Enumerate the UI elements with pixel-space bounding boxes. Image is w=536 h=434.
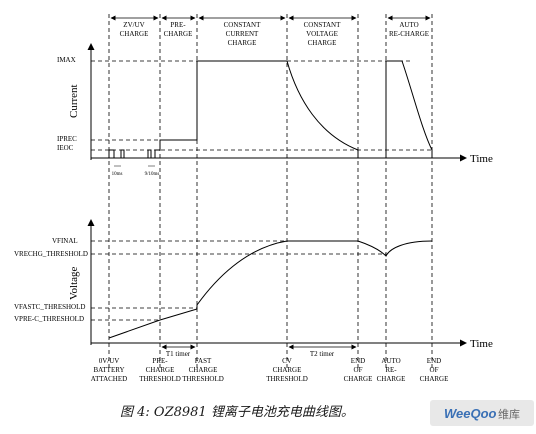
- phase-label-cc: CONSTANT: [224, 21, 261, 29]
- voltage-axis-title: Voltage: [68, 266, 80, 300]
- event-end-2: OF: [354, 366, 363, 374]
- event-labels: 0V/UV BATTERY ATTACHED PRE- CHARGE THRES…: [91, 357, 449, 383]
- phase-labels: ZV/UV CHARGE PRE- CHARGE CONSTANT CURREN…: [120, 21, 429, 47]
- vfinal-label: VFINAL: [52, 237, 78, 245]
- phase-dividers: [108, 14, 433, 368]
- event-end-1: END: [351, 357, 365, 365]
- event-cv-1: CV: [282, 357, 292, 365]
- event-precharge-1: PRE-: [152, 357, 168, 365]
- vrechg-label: VRECHG_THRESHOLD: [14, 250, 88, 258]
- t2-timer-label: T2 timer: [310, 350, 335, 358]
- pulse-label-10ms: 10ms: [112, 172, 123, 177]
- event-cv-2: CHARGE: [273, 366, 302, 374]
- watermark-brand: WeeQoo: [444, 406, 497, 421]
- phase-label-cv: CONSTANT: [304, 21, 341, 29]
- voltage-panel: Voltage Time VFINAL VRECHG_THRESHOLD VFA…: [14, 219, 493, 358]
- current-guides: [91, 60, 432, 151]
- phase-label-cc-2: CURRENT: [226, 30, 259, 38]
- vprec-label: VPRE-C_THRESHOLD: [14, 315, 84, 323]
- event-end2-2: OF: [430, 366, 439, 374]
- event-end2-3: CHARGE: [420, 375, 449, 383]
- voltage-curve: [108, 240, 433, 339]
- watermark: WeeQoo 维库: [430, 400, 534, 426]
- event-end2-1: END: [427, 357, 441, 365]
- voltage-time-label: Time: [470, 338, 493, 350]
- t1-timer-label: T1 timer: [166, 350, 191, 358]
- phase-label-cc-3: CHARGE: [228, 39, 257, 47]
- phase-label-zvuv-2: CHARGE: [120, 30, 149, 38]
- ieoc-label: IEOC: [57, 144, 74, 152]
- event-auto-3: CHARGE: [377, 375, 406, 383]
- event-fast-3: THRESHOLD: [182, 375, 224, 383]
- current-panel: Current Time IMAX IPREC IEOC 10ms: [57, 43, 493, 177]
- voltage-guides: [91, 240, 386, 321]
- current-time-label: Time: [470, 153, 493, 165]
- figure-caption: 图 4: OZ8981 锂离子电池充电曲线图。: [120, 404, 354, 420]
- current-axis-title: Current: [68, 84, 80, 118]
- event-battery-attached-1: 0V/UV: [99, 357, 120, 365]
- event-cv-3: THRESHOLD: [266, 375, 308, 383]
- event-fast-2: CHARGE: [189, 366, 218, 374]
- phase-label-precharge: PRE-: [170, 21, 186, 29]
- pulse-label-9-10ms: 9/10ms: [145, 172, 160, 177]
- watermark-suffix: 维库: [498, 408, 520, 421]
- imax-label: IMAX: [57, 56, 76, 64]
- phase-label-precharge-2: CHARGE: [164, 30, 193, 38]
- event-auto-2: RE-: [385, 366, 397, 374]
- event-precharge-3: THRESHOLD: [139, 375, 181, 383]
- event-battery-attached-3: ATTACHED: [91, 375, 127, 383]
- current-curve: [108, 60, 433, 159]
- phase-label-cv-3: CHARGE: [308, 39, 337, 47]
- phase-label-recharge: AUTO: [399, 21, 418, 29]
- phase-label-recharge-2: RE-CHARGE: [389, 30, 429, 38]
- phase-label-zvuv: ZV/UV: [123, 21, 144, 29]
- iprec-label: IPREC: [57, 135, 77, 143]
- event-precharge-2: CHARGE: [146, 366, 175, 374]
- phase-label-cv-2: VOLTAGE: [306, 30, 338, 38]
- vfastc-label: VFASTC_THRESHOLD: [14, 303, 85, 311]
- event-fast-1: FAST: [195, 357, 212, 365]
- event-battery-attached-2: BATTERY: [93, 366, 124, 374]
- event-auto-1: AUTO: [381, 357, 400, 365]
- event-end-3: CHARGE: [344, 375, 373, 383]
